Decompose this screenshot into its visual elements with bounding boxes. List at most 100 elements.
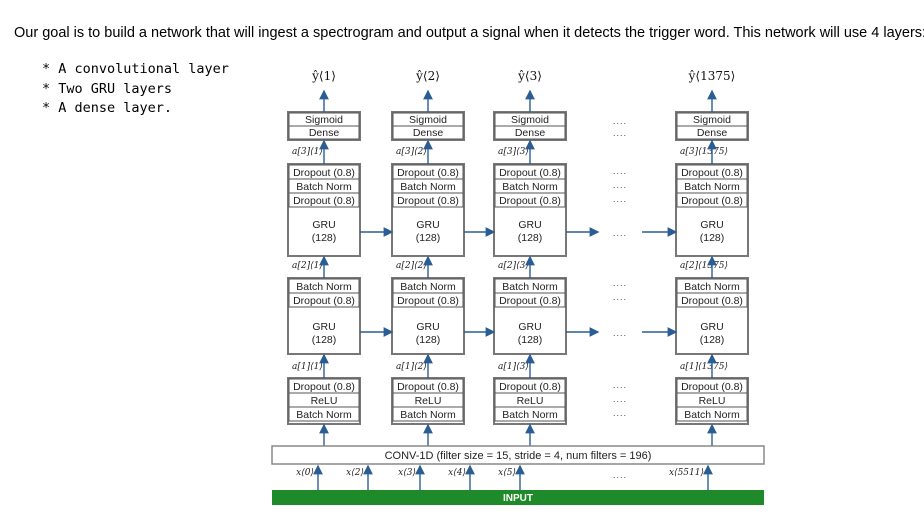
conv-post-label: Batch Norm	[684, 409, 740, 421]
dense-label: Sigmoid	[511, 114, 549, 126]
layer-list: * A convolutional layer * Two GRU layers…	[42, 60, 229, 119]
dense-label: Sigmoid	[409, 114, 447, 126]
gru2-label: Batch Norm	[502, 181, 558, 193]
gru1-row	[494, 292, 566, 308]
conv-post-label: Dropout (0.8)	[397, 381, 459, 393]
gru2-label: Dropout (0.8)	[681, 167, 743, 179]
gru1-label: Batch Norm	[296, 281, 352, 293]
gru1-unit-label: GRU	[700, 321, 723, 333]
dense-row	[676, 125, 748, 140]
input-frame-label: x⟨5511⟩	[669, 468, 704, 478]
gru1-unit-size: (128)	[312, 334, 337, 346]
input-bar	[272, 490, 764, 505]
conv-post-label: ReLU	[311, 395, 338, 407]
conv-post-row	[392, 406, 464, 422]
gru2-unit-label: GRU	[700, 219, 723, 231]
gru2-unit-size: (128)	[518, 232, 543, 244]
activation-a1: a[1]⟨1375⟩	[680, 362, 728, 372]
gru2-row	[392, 192, 464, 208]
ellipsis: ....	[613, 328, 627, 338]
dense-label: Dense	[413, 127, 444, 139]
conv-post-row	[676, 406, 748, 422]
conv-post-label: ReLU	[699, 395, 726, 407]
dense-row	[494, 125, 566, 140]
conv-post-row	[494, 406, 566, 422]
dense-label: Dense	[309, 127, 340, 139]
gru1-unit-label: GRU	[518, 321, 541, 333]
gru1-row	[392, 292, 464, 308]
activation-a3: a[3]⟨2⟩	[396, 147, 427, 157]
gru2-label: Batch Norm	[684, 181, 740, 193]
gru1-label: Dropout (0.8)	[499, 295, 561, 307]
gru2-unit-size: (128)	[416, 232, 441, 244]
dense-row	[392, 125, 464, 140]
ellipsis: ....	[613, 228, 627, 238]
activation-a2: a[2]⟨1375⟩	[680, 261, 728, 271]
ellipsis: ....	[613, 470, 627, 480]
gru2-unit-label: GRU	[518, 219, 541, 231]
ellipsis: ....	[613, 128, 627, 138]
input-frame-label: x⟨4⟩	[448, 468, 466, 478]
ellipsis: ....	[613, 278, 627, 288]
y-hat-output: ŷ⟨3⟩	[517, 69, 542, 83]
activation-a2: a[2]⟨1⟩	[292, 261, 323, 271]
gru2-label: Batch Norm	[296, 181, 352, 193]
gru1-row	[288, 292, 360, 308]
gru2-label: Dropout (0.8)	[681, 195, 743, 207]
conv-post-label: Batch Norm	[296, 409, 352, 421]
gru2-label: Dropout (0.8)	[499, 195, 561, 207]
activation-a3: a[3]⟨1375⟩	[680, 147, 728, 157]
gru1-label: Dropout (0.8)	[681, 295, 743, 307]
gru2-unit-label: GRU	[312, 219, 335, 231]
gru1-label: Dropout (0.8)	[293, 295, 355, 307]
dense-label: Dense	[515, 127, 546, 139]
conv-post-label: ReLU	[517, 395, 544, 407]
conv-post-row	[288, 406, 360, 422]
ellipsis: ....	[613, 166, 627, 176]
activation-a1: a[1]⟨1⟩	[292, 362, 323, 372]
conv-post-label: Dropout (0.8)	[681, 381, 743, 393]
input-frame-label: x⟨2⟩	[346, 468, 364, 478]
input-label: INPUT	[503, 493, 533, 504]
input-frame-label: x⟨3⟩	[398, 468, 416, 478]
gru1-unit-label: GRU	[312, 321, 335, 333]
layer-list-item: * A dense layer.	[42, 100, 173, 116]
conv1d-label: CONV-1D (filter size = 15, stride = 4, n…	[385, 450, 652, 462]
ellipsis: ....	[613, 292, 627, 302]
conv-post-label: Dropout (0.8)	[293, 381, 355, 393]
ellipsis: ....	[613, 116, 627, 126]
gru2-row	[676, 192, 748, 208]
gru2-unit-size: (128)	[700, 232, 725, 244]
ellipsis: ....	[613, 180, 627, 190]
conv-post-label: Batch Norm	[400, 409, 456, 421]
gru2-row	[288, 192, 360, 208]
gru1-unit-size: (128)	[518, 334, 543, 346]
activation-a2: a[2]⟨3⟩	[498, 261, 529, 271]
layer-list-item: * Two GRU layers	[42, 80, 173, 97]
ellipsis: ....	[613, 380, 627, 390]
ellipsis: ....	[613, 194, 627, 204]
input-frame-label: x⟨5⟩	[498, 468, 516, 478]
gru2-unit-size: (128)	[312, 232, 337, 244]
y-hat-output: ŷ⟨2⟩	[415, 69, 440, 83]
activation-a1: a[1]⟨3⟩	[498, 362, 529, 372]
gru2-label: Batch Norm	[400, 181, 456, 193]
gru1-label: Dropout (0.8)	[397, 295, 459, 307]
y-hat-output: ŷ⟨1375⟩	[688, 69, 736, 83]
input-frame-label: x⟨0⟩	[296, 468, 314, 478]
activation-a2: a[2]⟨2⟩	[396, 261, 427, 271]
gru2-label: Dropout (0.8)	[397, 167, 459, 179]
gru2-label: Dropout (0.8)	[293, 195, 355, 207]
dense-label: Dense	[697, 127, 728, 139]
conv1d-block	[271, 445, 765, 465]
conv-post-label: Dropout (0.8)	[499, 381, 561, 393]
gru2-row	[494, 192, 566, 208]
activation-a3: a[3]⟨1⟩	[292, 147, 323, 157]
gru2-label: Dropout (0.8)	[397, 195, 459, 207]
y-hat-output: ŷ⟨1⟩	[311, 69, 336, 83]
gru2-label: Dropout (0.8)	[499, 167, 561, 179]
gru1-unit-label: GRU	[416, 321, 439, 333]
